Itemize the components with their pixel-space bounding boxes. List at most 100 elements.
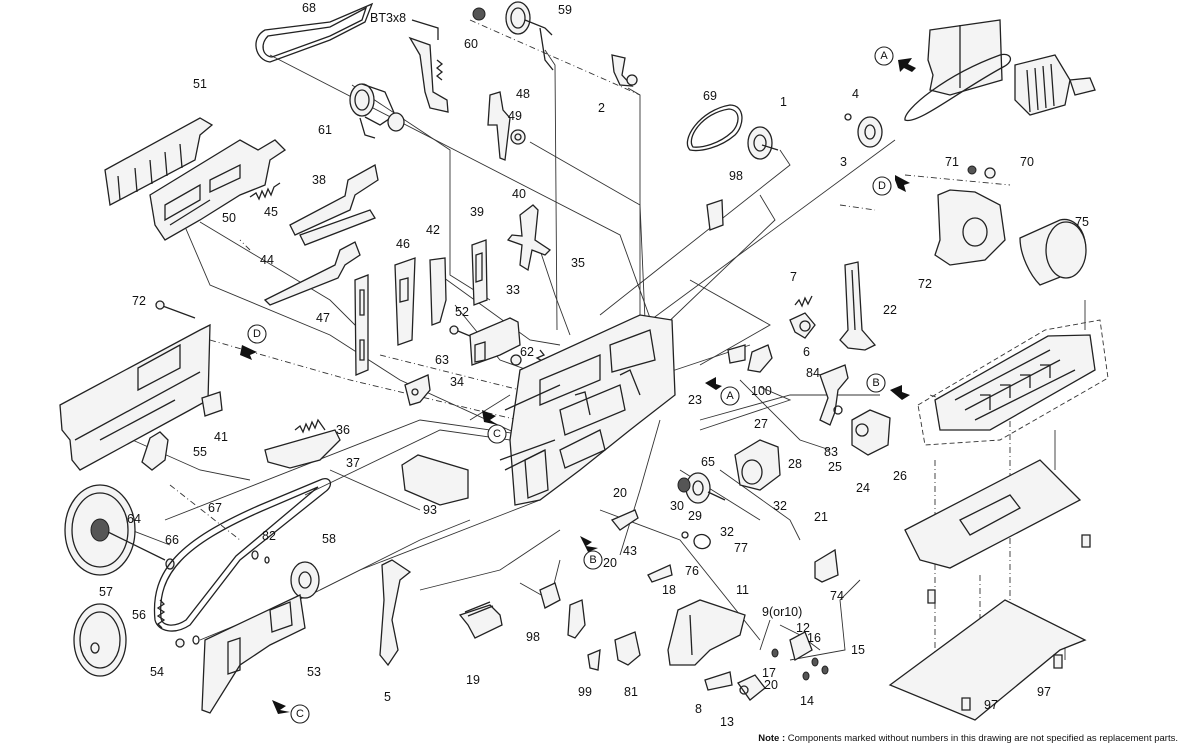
gear-58 <box>290 561 320 599</box>
label-32-right: 32 <box>773 499 787 513</box>
label-81: 81 <box>624 685 638 699</box>
motor-bracket-top <box>904 19 1096 122</box>
side-panel <box>59 323 211 471</box>
ref-marker-b-bottom: B <box>580 536 603 570</box>
label-98-top: 98 <box>729 169 743 183</box>
label-37: 37 <box>346 456 360 470</box>
label-45: 45 <box>264 205 278 219</box>
assembly-lines <box>104 19 1086 710</box>
label-43: 43 <box>623 544 637 558</box>
label-39: 39 <box>470 205 484 219</box>
label-4: 4 <box>852 87 859 101</box>
ref-marker-d-top: D <box>872 175 910 196</box>
label-19: 19 <box>466 673 480 687</box>
label-52: 52 <box>455 305 469 319</box>
label-83: 83 <box>824 445 838 459</box>
label-15: 15 <box>851 643 865 657</box>
label-59: 59 <box>558 3 572 17</box>
label-66: 66 <box>165 533 179 547</box>
label-17: 17 <box>762 666 776 680</box>
label-34: 34 <box>450 375 464 389</box>
bracket-93 <box>401 454 469 506</box>
lever-83 <box>819 364 849 426</box>
svg-text:D: D <box>253 328 261 340</box>
pulley-61 <box>349 83 405 139</box>
label-69: 69 <box>703 89 717 103</box>
ref-marker-d-left: D <box>240 324 267 360</box>
bracket-2 <box>611 54 638 87</box>
bottom-bracket <box>904 459 1082 569</box>
label-56: 56 <box>132 608 146 622</box>
motor-bracket-d <box>934 189 1006 266</box>
label-41: 41 <box>214 430 228 444</box>
label-65: 65 <box>701 455 715 469</box>
washer-49 <box>510 129 526 145</box>
slider-strip-upper <box>299 209 376 246</box>
label-97-bottom: 97 <box>984 698 998 712</box>
bracket-mid-bottom <box>567 599 586 639</box>
svg-text:A: A <box>726 390 734 402</box>
lever-5 <box>379 559 412 667</box>
label-25: 25 <box>828 460 842 474</box>
label-99: 99 <box>578 685 592 699</box>
svg-text:B: B <box>872 377 879 389</box>
lever-6 <box>789 312 816 339</box>
label-72-left: 72 <box>132 294 146 308</box>
lever-55 <box>141 431 169 471</box>
label-9-or-10: 9(or10) <box>762 605 802 619</box>
label-62: 62 <box>520 345 534 359</box>
plate-100 <box>727 344 773 373</box>
clip-77 <box>681 531 711 550</box>
label-50: 50 <box>222 211 236 225</box>
label-28: 28 <box>788 457 802 471</box>
label-1: 1 <box>780 95 787 109</box>
label-16: 16 <box>807 631 821 645</box>
label-74: 74 <box>830 589 844 603</box>
label-14: 14 <box>800 694 814 708</box>
gear-60 <box>472 7 486 21</box>
label-71: 71 <box>945 155 959 169</box>
label-30: 30 <box>670 499 684 513</box>
motor-75 <box>1019 218 1087 286</box>
base-plate <box>888 599 1087 721</box>
plate-39 <box>471 239 488 306</box>
bracket-51 <box>104 117 214 207</box>
plate-76 <box>647 564 673 583</box>
label-60: 60 <box>464 37 478 51</box>
bracket-53 <box>201 594 306 714</box>
ref-marker-c-bottom: C <box>272 700 310 724</box>
bracket-74 <box>814 548 839 583</box>
belt-69 <box>686 104 743 152</box>
belt-67 <box>153 478 332 632</box>
ref-marker-a-mid: A <box>705 377 740 406</box>
label-36: 36 <box>336 423 350 437</box>
label-67: 67 <box>208 501 222 515</box>
screw-72 <box>155 300 196 319</box>
screws-70-71 <box>967 165 996 179</box>
gear-57 <box>73 603 127 677</box>
label-70: 70 <box>1020 155 1034 169</box>
part-13 <box>737 674 766 701</box>
label-61: 61 <box>318 123 332 137</box>
label-77: 77 <box>734 541 748 555</box>
main-chassis <box>499 314 676 506</box>
label-13: 13 <box>720 715 734 729</box>
label-33: 33 <box>506 283 520 297</box>
screw-52 <box>449 325 471 337</box>
label-98-bottom: 98 <box>526 630 540 644</box>
label-63: 63 <box>435 353 449 367</box>
flywheel-59 <box>505 1 554 71</box>
label-54: 54 <box>150 665 164 679</box>
label-44: 44 <box>260 253 274 267</box>
bracket-11 <box>667 599 746 666</box>
label-53: 53 <box>307 665 321 679</box>
label-12: 12 <box>796 621 810 635</box>
label-76: 76 <box>685 564 699 578</box>
bracket-63 <box>404 374 431 406</box>
screws-14-15-16 <box>802 657 829 681</box>
slider-38 <box>289 163 379 236</box>
reel-29 <box>685 472 726 504</box>
label-23: 23 <box>688 393 702 407</box>
label-48: 48 <box>516 87 530 101</box>
slider-44 <box>263 241 361 306</box>
